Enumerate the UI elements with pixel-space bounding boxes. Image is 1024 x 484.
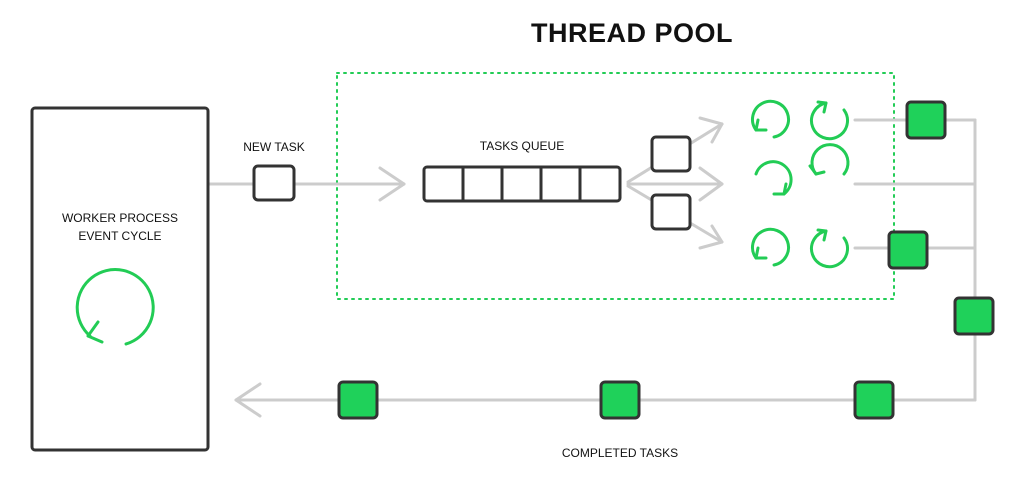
worker-process-label: WORKER PROCESS [61, 211, 178, 225]
event-cycle-icon [75, 268, 155, 346]
tasks-queue-label: TASKS QUEUE [479, 139, 565, 153]
thread-icon [810, 100, 849, 141]
pending-task-box [650, 135, 692, 173]
worker-process-box [30, 106, 210, 452]
pending-task-box [650, 193, 692, 231]
diagram-title: THREAD POOL [530, 18, 733, 48]
completed-task-box [599, 380, 641, 420]
new-task-box [252, 164, 296, 202]
completed-task-box [905, 100, 947, 140]
thread-icon [751, 227, 790, 267]
thread-icon [808, 143, 850, 176]
flow-lines [206, 116, 977, 418]
thread-icon [810, 228, 849, 269]
completed-task-box [337, 380, 379, 420]
tasks-queue [422, 165, 622, 203]
thread-icon [754, 160, 793, 196]
completed-task-box [887, 230, 929, 270]
event-cycle-label: EVENT CYCLE [78, 229, 162, 243]
new-task-label: NEW TASK [243, 140, 305, 154]
completed-tasks-label: COMPLETED TASKS [561, 446, 679, 460]
thread-icon [751, 99, 790, 139]
completed-task-boxes [337, 100, 995, 420]
completed-task-box [953, 296, 995, 336]
completed-task-box [853, 380, 895, 420]
